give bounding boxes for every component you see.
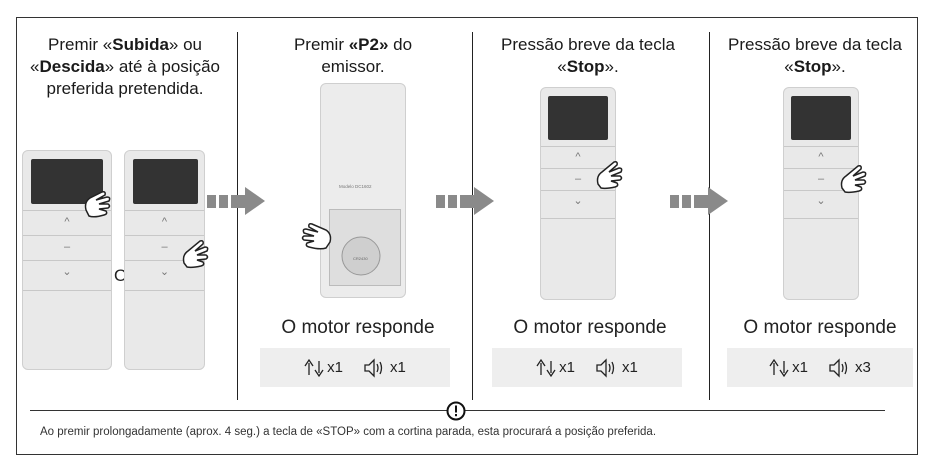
beep-count: x1 [390,359,406,376]
remote-back: Modelo DC1602 CR2430 [320,83,406,298]
arrow-right-icon [436,187,494,215]
remote-stop-2: ^ – ⌄ [783,87,859,300]
step-3-text: Pressão breve da tecla «Stop». [501,35,675,76]
arrow-right-icon [670,187,728,215]
response-label-3: O motor responde [743,317,897,338]
note-text: Ao premir prolongadamente (aprox. 4 seg.… [40,426,657,438]
beep-icon [364,357,383,378]
step-1-text: Premir «Subida» ou «Descida» até à posiç… [30,35,220,98]
beep-count: x1 [622,359,638,376]
response-box-3: x1 x3 [727,348,913,387]
response-box-2: x1 x1 [492,348,682,387]
move-count: x1 [327,359,343,376]
response-box-1: x1 x1 [260,348,450,387]
hand-press-icon [840,165,867,194]
hand-press-icon [301,223,332,250]
step-2-text: Premir «P2» do emissor. [293,35,413,76]
response-label-2: O motor responde [513,317,667,338]
hand-press-icon [182,240,209,269]
instruction-frame [16,17,918,455]
warning-icon [446,401,466,421]
move-up-down-icon [536,358,556,377]
beep-icon [829,357,848,378]
beep-count: x3 [855,359,871,376]
move-count: x1 [559,359,575,376]
divider-2 [472,32,473,400]
hand-press-icon [596,161,623,190]
response-label-1: O motor responde [281,317,435,338]
or-label: O [114,266,128,285]
move-up-down-icon [304,358,324,377]
divider-1 [237,32,238,400]
remote-left: ^ – ⌄ [22,150,112,370]
beep-icon [596,357,615,378]
divider-3 [709,32,710,400]
remote-stop-1: ^ – ⌄ [540,87,616,300]
arrow-right-icon [207,187,265,215]
move-count: x1 [792,359,808,376]
hand-press-icon [84,191,111,218]
step-4-text: Pressão breve da tecla «Stop». [728,35,902,76]
move-up-down-icon [769,358,789,377]
